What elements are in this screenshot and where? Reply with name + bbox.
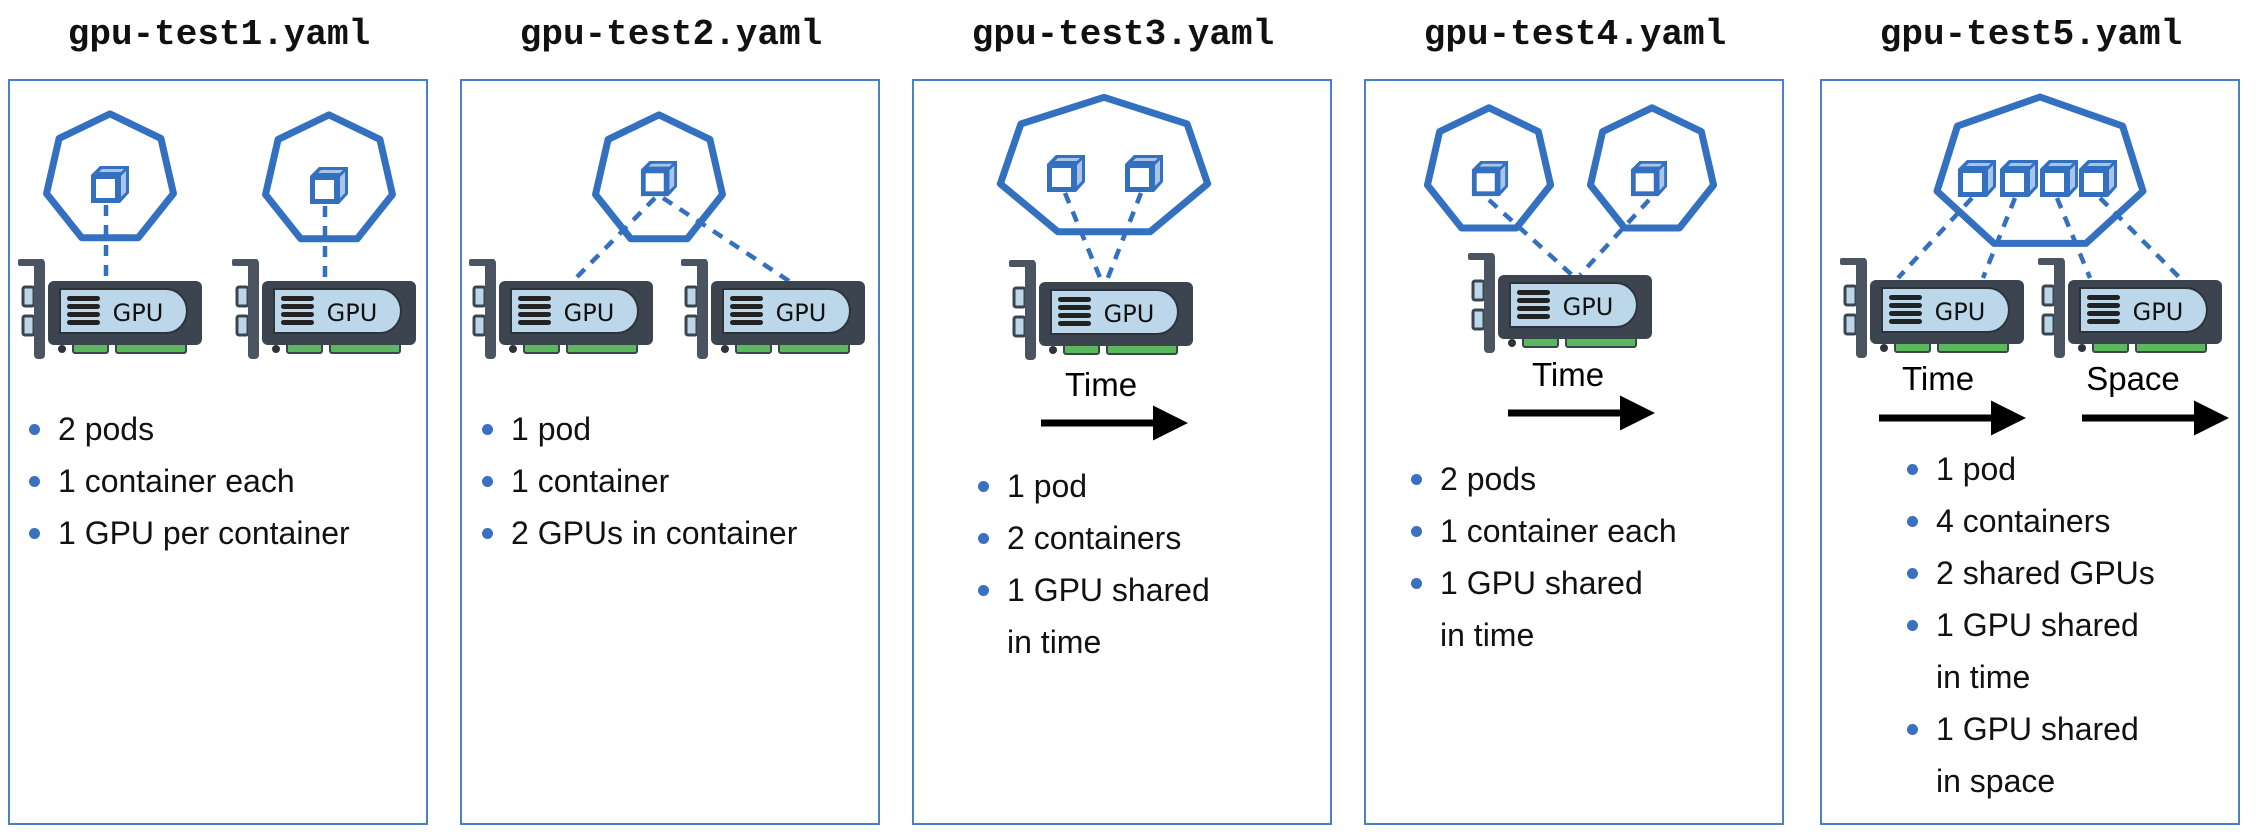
bullet-item: 2 pods <box>29 403 350 455</box>
bullet-list: 1 pod 1 container 2 GPUs in container <box>482 403 798 559</box>
bullet-item: 2 containers <box>978 512 1210 564</box>
bullet-dot-icon <box>1907 516 1918 527</box>
panel-title: gpu-test5.yaml <box>1879 14 2183 55</box>
bullet-item: 1 container each <box>1411 505 1677 557</box>
container-icon <box>1958 160 1996 197</box>
bullet-dot-icon <box>29 476 40 487</box>
bullet-text: 1 GPU shared <box>1936 711 2139 747</box>
bullet-dot-icon <box>1907 464 1918 475</box>
container-icon <box>2000 160 2038 197</box>
bullet-text: 1 pod <box>511 411 592 447</box>
container-icon <box>2079 160 2117 197</box>
panel-gpu-test2 <box>460 79 880 825</box>
bullet-dot-icon <box>1907 568 1918 579</box>
dashed-connections <box>103 192 2182 283</box>
bullet-item: 1 GPU shared in time <box>978 564 1210 668</box>
bullet-item: 1 GPU per container <box>29 507 350 559</box>
gpu-icon <box>1466 251 1654 355</box>
time-label: Time <box>1901 360 1975 397</box>
gpu-icon <box>1838 256 2026 360</box>
panel-gpu-test5 <box>1820 79 2240 825</box>
container-icon <box>1630 160 1668 197</box>
bullet-item: 1 GPU shared in space <box>1907 703 2155 807</box>
bullet-text: 1 GPU shared <box>1440 565 1643 601</box>
container-icon <box>1125 155 1163 192</box>
bullet-item: 1 GPU shared in time <box>1907 599 2155 703</box>
bullet-list: 2 pods 1 container each 1 GPU shared in tim… <box>1411 453 1677 661</box>
bullet-item: 2 shared GPUs <box>1907 547 2155 599</box>
panel-title: gpu-test3.yaml <box>971 14 1275 55</box>
bullet-text: 2 containers <box>1007 520 1182 556</box>
bullet-list: 1 pod 4 containers 2 shared GPUs 1 GPU shar… <box>1907 443 2155 807</box>
bullet-item: 2 GPUs in container <box>482 507 798 559</box>
bullet-text: 1 container <box>511 463 670 499</box>
bullet-text: 2 GPUs in container <box>511 515 798 551</box>
bullet-text: 4 containers <box>1936 503 2111 539</box>
bullet-dot-icon <box>1411 526 1422 537</box>
panel-title: gpu-test1.yaml <box>67 14 371 55</box>
bullet-text: 2 pods <box>58 411 155 447</box>
panel-gpu-test3 <box>912 79 1332 825</box>
bullet-dot-icon <box>29 528 40 539</box>
gpu-icon <box>679 257 867 361</box>
time-label: Time <box>1531 356 1605 393</box>
bullet-dot-icon <box>482 528 493 539</box>
bullet-item: 1 GPU shared in time <box>1411 557 1677 661</box>
arrows <box>1041 395 2229 441</box>
bullet-text: 1 pod <box>1936 451 2017 487</box>
bullet-text: in time <box>1007 624 1102 660</box>
panel-gpu-test1 <box>8 79 428 825</box>
container-icon <box>2040 160 2078 197</box>
space-label: Space <box>2086 360 2180 397</box>
bullet-text: in space <box>1936 763 2056 799</box>
bullet-text: 1 container each <box>58 463 295 499</box>
bullet-dot-icon <box>29 424 40 435</box>
panel-title: gpu-test2.yaml <box>519 14 823 55</box>
container-icon <box>640 160 678 197</box>
bullet-dot-icon <box>1411 578 1422 589</box>
bullet-text: 1 pod <box>1007 468 1088 504</box>
bullet-dot-icon <box>1411 474 1422 485</box>
bullet-dot-icon <box>978 481 989 492</box>
container-icon <box>310 167 348 204</box>
gpu-icon <box>2036 256 2224 360</box>
bullet-text: in time <box>1440 617 1535 653</box>
bullet-dot-icon <box>978 533 989 544</box>
bullet-item: 1 container <box>482 455 797 507</box>
bullet-item: 1 container each <box>29 455 350 507</box>
panel-gpu-test4 <box>1364 79 1784 825</box>
bullet-item: 2 pods <box>1411 453 1677 505</box>
bullet-text: 2 pods <box>1440 461 1537 497</box>
bullet-text: 1 GPU shared <box>1936 607 2139 643</box>
bullet-list: 2 pods 1 container each 1 GPU per containe… <box>29 403 350 559</box>
bullet-text: 1 container each <box>1440 513 1677 549</box>
bullet-item: 1 pod <box>1907 443 2155 495</box>
container-icon <box>1471 160 1509 197</box>
bullet-item: 1 pod <box>482 403 797 455</box>
container-icon <box>91 166 129 203</box>
bullet-dot-icon <box>482 424 493 435</box>
container-icon <box>1047 155 1085 192</box>
pod-icon <box>1000 97 1207 231</box>
bullet-text: 1 GPU per container <box>58 515 350 551</box>
bullet-list: 1 pod 2 containers 1 GPU shared in time <box>978 460 1210 668</box>
bullet-dot-icon <box>1907 724 1918 735</box>
gpu-icon <box>467 257 655 361</box>
bullet-item: 1 pod <box>978 460 1210 512</box>
panel-title: gpu-test4.yaml <box>1423 14 1727 55</box>
bullet-dot-icon <box>1907 620 1918 631</box>
bullet-dot-icon <box>978 585 989 596</box>
bullet-dot-icon <box>482 476 493 487</box>
bullet-text: 1 GPU shared <box>1007 572 1210 608</box>
time-label: Time <box>1064 366 1138 403</box>
bullet-text: 2 shared GPUs <box>1936 555 2155 591</box>
gpu-icon <box>16 257 204 361</box>
bullet-text: in time <box>1936 659 2031 695</box>
bullet-item: 4 containers <box>1907 495 2155 547</box>
